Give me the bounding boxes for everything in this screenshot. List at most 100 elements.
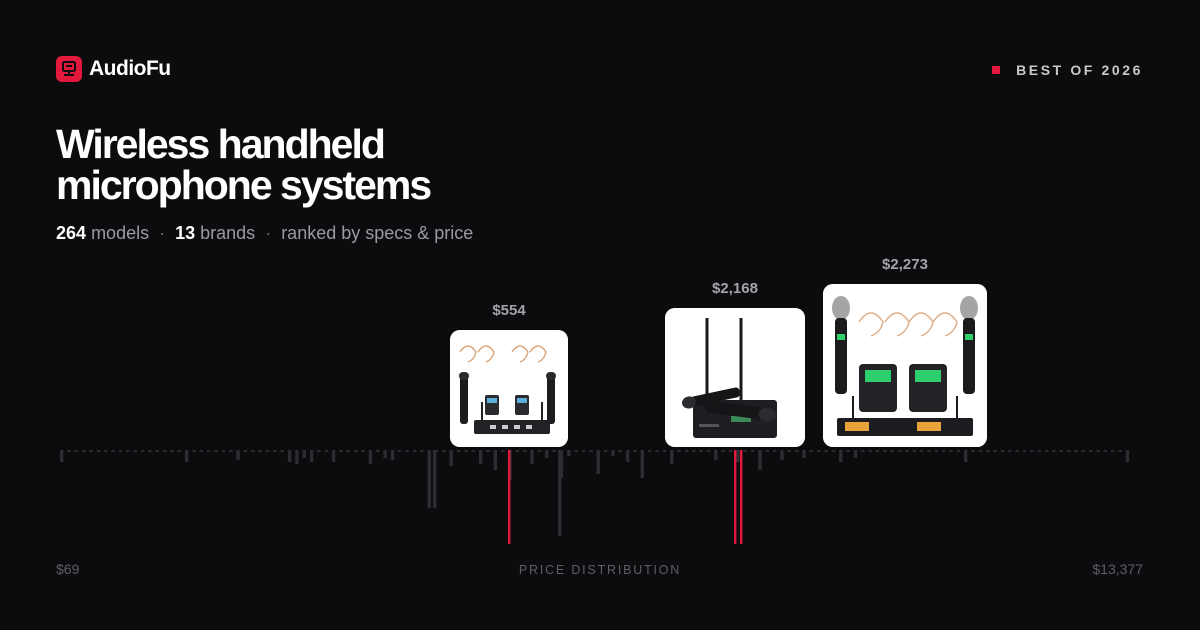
distribution-bar (1118, 450, 1122, 452)
distribution-bar (236, 450, 240, 460)
distribution-bar (618, 450, 622, 452)
distribution-bar (912, 450, 916, 452)
distribution-bar (449, 450, 453, 466)
distribution-bar (890, 450, 894, 452)
distribution-bar (1125, 450, 1130, 462)
distribution-bar (750, 450, 755, 452)
distribution-bar (706, 450, 711, 452)
stats-line: 264 models·13 brands·ranked by specs & p… (56, 223, 473, 244)
distribution-bar (398, 450, 402, 452)
distribution-bar (640, 450, 644, 478)
distribution-bar (795, 450, 799, 452)
distribution-bar (60, 450, 64, 462)
distribution-bar (354, 450, 358, 452)
distribution-bar (339, 450, 343, 452)
distribution-bar (523, 450, 527, 452)
distribution-bar (324, 450, 328, 452)
distribution-bar (545, 450, 549, 458)
distribution-bar (809, 450, 814, 452)
distribution-bar (67, 450, 71, 452)
distribution-bar (919, 450, 924, 452)
distribution-bar (295, 450, 299, 464)
distribution-bar (993, 450, 997, 452)
distribution-bar (677, 450, 681, 452)
page-title: Wireless handheld microphone systems (56, 124, 576, 206)
distribution-bar (1008, 450, 1012, 452)
distribution-bar (493, 450, 497, 470)
distribution-bar (633, 450, 637, 452)
distribution-bar (287, 450, 292, 462)
distribution-bar (170, 450, 174, 452)
distribution-bar (684, 450, 689, 452)
distribution-bar (427, 450, 431, 508)
distribution-bar (1066, 450, 1071, 452)
distribution-bar (74, 450, 79, 452)
distribution-bar (897, 450, 902, 452)
distribution-bar (1022, 450, 1027, 452)
distribution-bar (376, 450, 380, 452)
featured-price-1: $554 (492, 302, 526, 319)
distribution-bar (986, 450, 990, 452)
distribution-bar (501, 450, 505, 452)
distribution-bar (155, 450, 159, 452)
featured-price-marker (740, 450, 743, 544)
models-count: 264 (56, 223, 87, 243)
distribution-bar (670, 450, 674, 464)
distribution-bar (971, 450, 975, 452)
distribution-bar (596, 450, 600, 474)
featured-product-card-3[interactable] (823, 284, 987, 447)
distribution-bar (302, 450, 306, 458)
distribution-bar (434, 450, 439, 452)
distribution-bar (442, 450, 446, 452)
dual-handheld-receiver-system-photo (665, 308, 805, 447)
brands-count: 13 (175, 223, 196, 243)
distribution-bar (273, 450, 277, 452)
title-line-2: microphone systems (56, 162, 432, 208)
distribution-bar (552, 450, 556, 452)
distribution-bar (861, 450, 865, 452)
distribution-bar (780, 450, 784, 460)
distribution-bar (464, 450, 468, 452)
distribution-bar (111, 450, 115, 452)
distribution-bar (258, 450, 262, 452)
distribution-bar (214, 450, 218, 452)
distribution-bar (192, 450, 196, 452)
featured-product-card-2[interactable] (665, 308, 805, 447)
distribution-bar (405, 450, 409, 452)
distribution-bar (515, 450, 520, 452)
featured-price-marker (734, 450, 737, 544)
distribution-bar (96, 450, 101, 452)
distribution-bar (471, 450, 475, 452)
distribution-bar (699, 450, 703, 452)
distribution-bar (883, 450, 887, 452)
distribution-bar (478, 450, 483, 464)
distribution-bar (567, 450, 571, 456)
distribution-bar (743, 450, 747, 452)
distribution-bar (89, 450, 93, 452)
distribution-bar (853, 450, 858, 458)
distribution-bar (177, 450, 181, 452)
distribution-bar (104, 450, 108, 452)
distribution-bar (383, 450, 387, 458)
price-min-label: $69 (56, 561, 80, 577)
distribution-bar (817, 450, 821, 452)
featured-price-2: $2,168 (712, 280, 758, 297)
distribution-bar (868, 450, 872, 452)
distribution-bar (736, 450, 740, 462)
distribution-bar (581, 450, 586, 452)
price-max-label: $13,377 (1092, 561, 1143, 577)
distribution-bar (758, 450, 762, 470)
distribution-bar (221, 450, 226, 452)
distribution-bar (787, 450, 791, 452)
distribution-bar (927, 450, 931, 452)
ranking-label: ranked by specs & price (281, 223, 474, 243)
brand-name[interactable]: AudioFu (89, 57, 171, 80)
featured-product-card-1[interactable] (450, 330, 568, 447)
distribution-bar (486, 450, 490, 452)
distribution-bar (964, 450, 968, 462)
distribution-bar (1081, 450, 1086, 452)
distribution-bar (728, 450, 733, 452)
brands-label: brands (200, 223, 256, 243)
distribution-bar (456, 450, 461, 452)
